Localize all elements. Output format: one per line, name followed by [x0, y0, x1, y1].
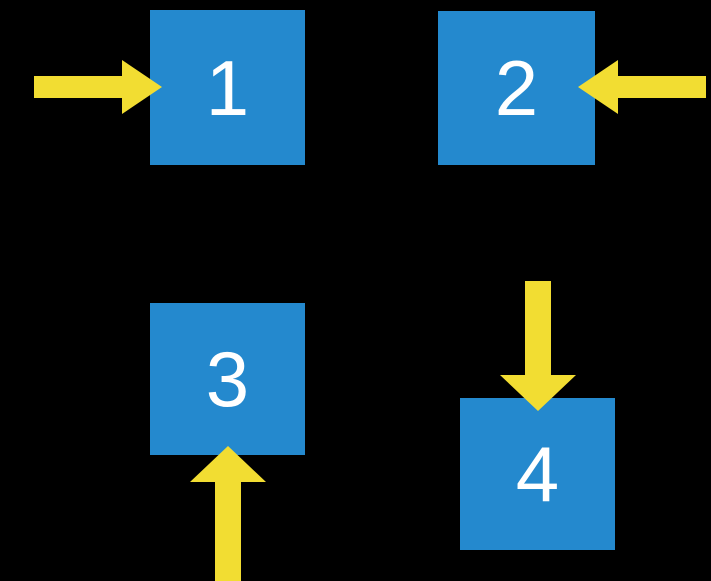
- block-2-label: 2: [494, 44, 539, 132]
- block-1[interactable]: 1: [150, 10, 305, 165]
- block-3-label: 3: [205, 335, 250, 423]
- block-1-label: 1: [205, 43, 250, 132]
- arrow-up-icon: [190, 446, 266, 581]
- block-3[interactable]: 3: [150, 303, 305, 455]
- arrow-left-icon: [578, 60, 706, 114]
- block-2[interactable]: 2: [438, 11, 595, 165]
- block-4-label: 4: [515, 430, 560, 518]
- block-4[interactable]: 4: [460, 398, 615, 550]
- arrow-right-icon: [34, 60, 162, 114]
- arrow-down-icon: [500, 281, 576, 411]
